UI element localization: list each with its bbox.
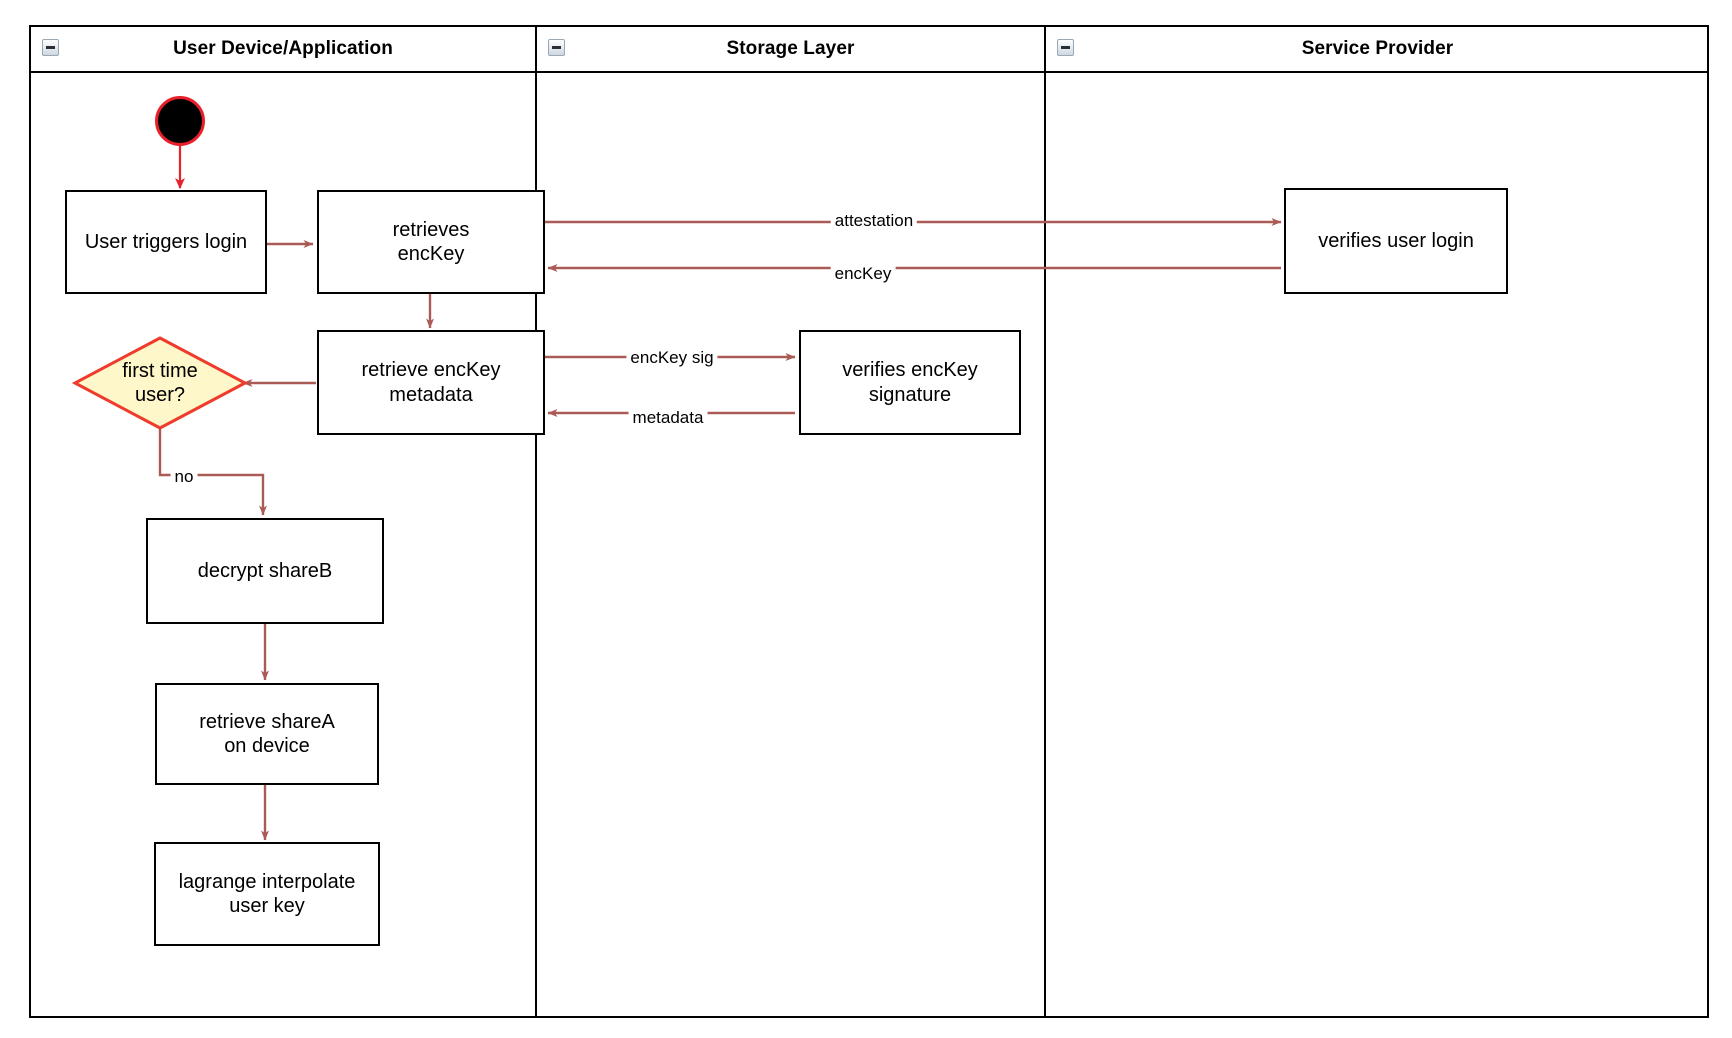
node-label-line1: lagrange interpolate — [178, 870, 356, 893]
lane-divider-1 — [535, 27, 537, 1016]
lane-header-service-provider: Service Provider — [1046, 27, 1709, 73]
lane-divider-2 — [1044, 27, 1046, 1016]
start-node[interactable] — [155, 96, 205, 146]
edge-label-metadata: metadata — [628, 408, 708, 428]
node-label-line2: encKey — [397, 243, 465, 265]
lane-title-storage-layer: Storage Layer — [726, 38, 855, 59]
lane-title-user-device: User Device/Application — [173, 38, 393, 59]
collapse-minus-icon[interactable] — [548, 39, 565, 56]
lane-header-user-device: User Device/Application — [31, 27, 535, 73]
diamond-shape — [71, 336, 249, 430]
node-label-line1: retrieves — [392, 218, 470, 241]
node-retrieve-enckey-metadata[interactable]: retrieve encKey metadata — [317, 330, 545, 435]
node-label-line2: user key — [229, 895, 305, 917]
lane-title-service-provider: Service Provider — [1301, 38, 1454, 59]
node-decrypt-shareb[interactable]: decrypt shareB — [146, 518, 384, 624]
node-label: User triggers login — [84, 230, 248, 253]
node-label-line1: verifies encKey — [842, 359, 978, 382]
node-lagrange-interpolate-user-key[interactable]: lagrange interpolate user key — [154, 842, 380, 946]
collapse-minus-icon[interactable] — [1057, 39, 1074, 56]
node-user-triggers-login[interactable]: User triggers login — [65, 190, 267, 294]
edge-label-enckey-sig: encKey sig — [626, 348, 718, 368]
lane-header-storage-layer: Storage Layer — [537, 27, 1044, 73]
node-label: verifies user login — [1318, 229, 1474, 252]
collapse-minus-icon[interactable] — [42, 39, 59, 56]
edge-label-attestation: attestation — [830, 211, 918, 231]
node-label-line1: retrieve encKey — [361, 359, 501, 382]
node-first-time-user[interactable]: first time user? — [71, 335, 249, 431]
node-label-line1: retrieve shareA — [199, 710, 335, 733]
node-retrieves-enckey[interactable]: retrieves encKey — [317, 190, 545, 294]
node-label-line2: on device — [224, 735, 310, 757]
node-label-line2: metadata — [389, 383, 473, 406]
node-retrieve-sharea-on-device[interactable]: retrieve shareA on device — [155, 683, 379, 785]
edge-label-no: no — [170, 467, 198, 487]
node-label: decrypt shareB — [197, 559, 333, 582]
node-verifies-user-login[interactable]: verifies user login — [1284, 188, 1508, 294]
node-label-line2: signature — [868, 383, 952, 406]
node-verifies-enckey-signature[interactable]: verifies encKey signature — [799, 330, 1021, 435]
edge-label-enckey: encKey — [830, 264, 896, 284]
